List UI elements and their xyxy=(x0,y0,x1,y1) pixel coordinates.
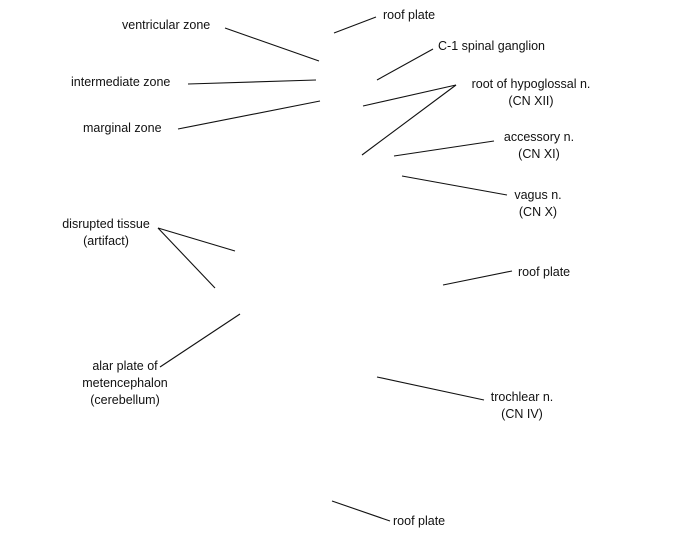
leader-marginal-zone xyxy=(177,100,321,130)
label-hypoglossal-root-line2: (CN XII) xyxy=(508,94,554,108)
label-accessory-line1: accessory n. xyxy=(503,130,575,144)
label-intermediate-zone: intermediate zone xyxy=(71,75,171,89)
label-roof-plate-top: roof plate xyxy=(383,8,436,22)
label-alar-plate-line3: (cerebellum) xyxy=(90,393,160,407)
leader-hypoglossal-root-a xyxy=(362,84,457,107)
label-hypoglossal-root-line1: root of hypoglossal n. xyxy=(471,77,591,91)
leader-ventricular-zone xyxy=(224,27,320,62)
label-accessory-line2: (CN XI) xyxy=(518,147,560,161)
label-c1-spinal-ganglion: C-1 spinal ganglion xyxy=(438,39,546,53)
label-alar-plate-line1: alar plate of xyxy=(92,359,158,373)
leader-disrupted-tissue-b xyxy=(157,227,216,289)
label-disrupted-tissue: disrupted tissue (artifact) xyxy=(53,216,159,250)
label-trochlear-line1: trochlear n. xyxy=(490,390,554,404)
label-alar-plate-line2: metencephalon xyxy=(82,376,168,390)
leader-roof-plate-middle xyxy=(442,270,513,286)
label-trochlear-line2: (CN IV) xyxy=(501,407,543,421)
label-roof-plate-bottom: roof plate xyxy=(393,514,446,528)
label-disrupted-tissue-line2: (artifact) xyxy=(83,234,129,248)
leader-c1-spinal-ganglion xyxy=(376,48,434,81)
leader-trochlear xyxy=(376,376,485,401)
leader-disrupted-tissue-a xyxy=(157,227,236,252)
leader-accessory xyxy=(393,140,495,157)
label-alar-plate: alar plate of metencephalon (cerebellum) xyxy=(70,358,180,409)
label-marginal-zone: marginal zone xyxy=(83,121,162,135)
leader-hypoglossal-root-b xyxy=(361,84,457,156)
label-trochlear: trochlear n. (CN IV) xyxy=(484,389,560,423)
leader-roof-plate-bottom xyxy=(331,500,391,522)
leader-intermediate-zone xyxy=(187,79,317,85)
label-vagus-line1: vagus n. xyxy=(514,188,562,202)
label-disrupted-tissue-line1: disrupted tissue xyxy=(62,217,150,231)
label-hypoglossal-root: root of hypoglossal n. (CN XII) xyxy=(459,76,603,110)
leader-roof-plate-top xyxy=(333,16,377,34)
leader-alar-plate xyxy=(159,313,241,368)
label-vagus: vagus n. (CN X) xyxy=(505,187,571,221)
label-accessory: accessory n. (CN XI) xyxy=(497,129,581,163)
label-roof-plate-middle: roof plate xyxy=(518,265,571,279)
leader-vagus xyxy=(401,175,508,196)
label-vagus-line2: (CN X) xyxy=(518,205,558,219)
label-ventricular-zone: ventricular zone xyxy=(122,18,211,32)
